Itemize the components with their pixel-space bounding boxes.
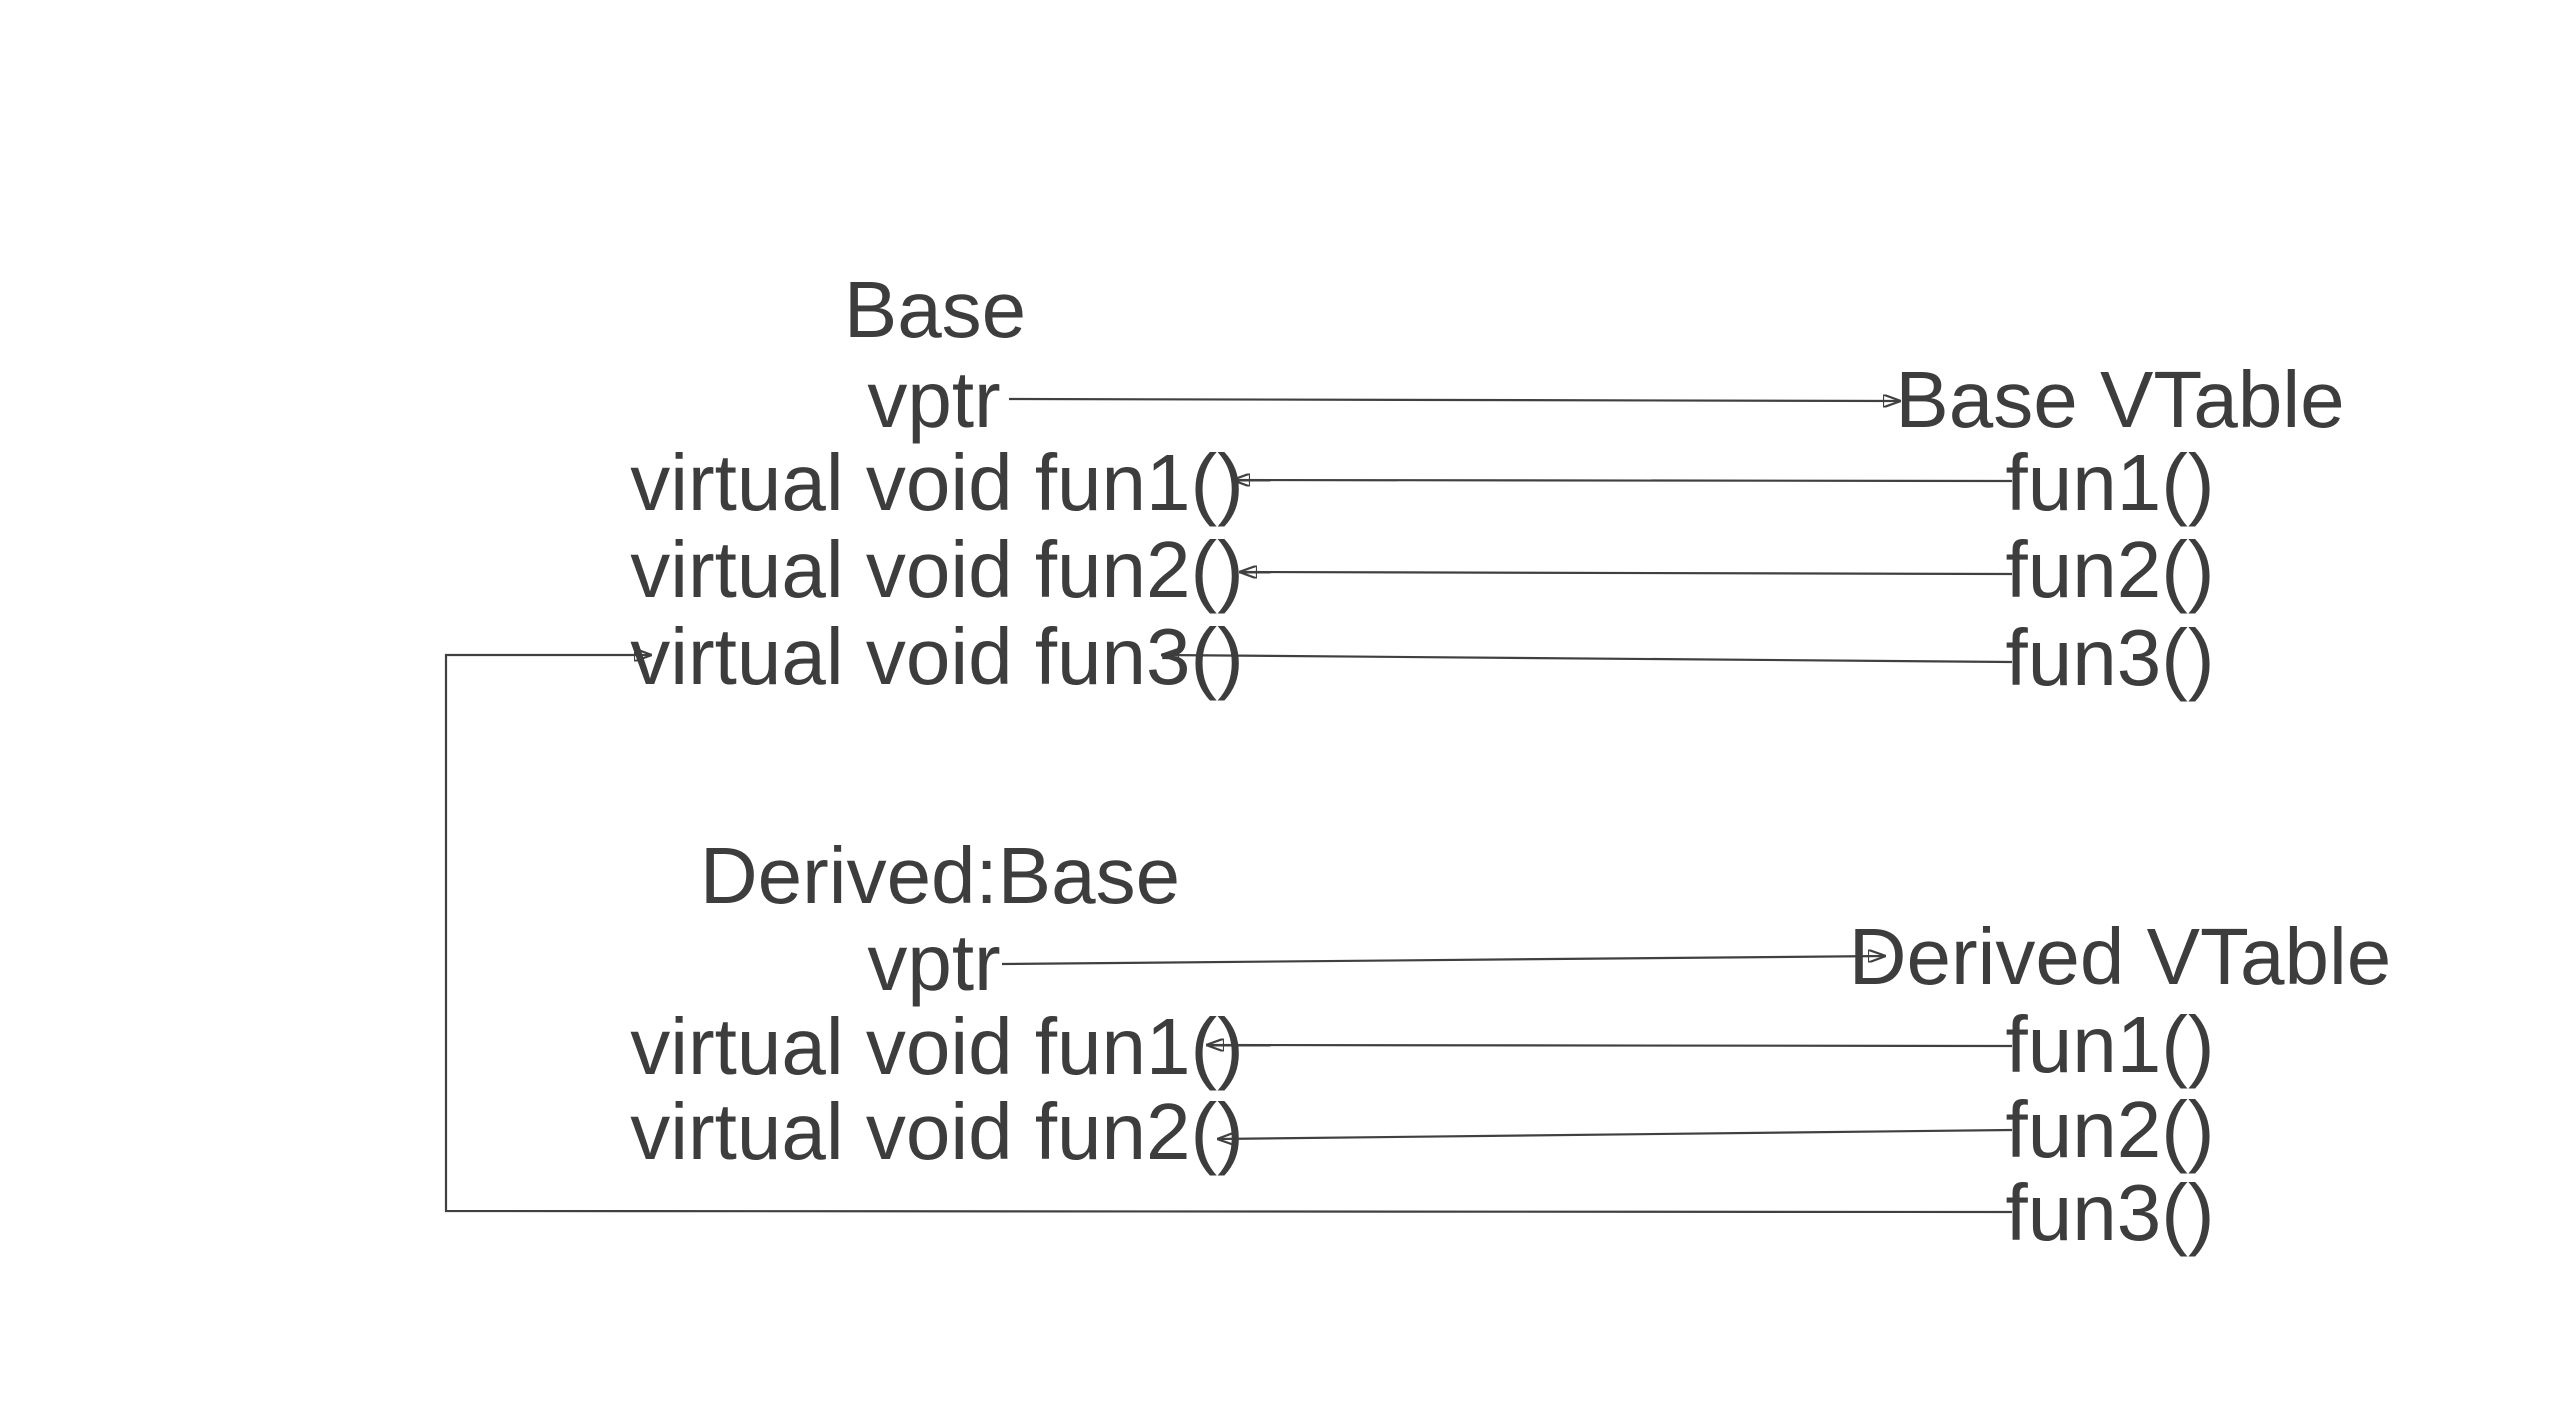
connector-base-vptr-to-base-vtable (1008, 399, 1901, 401)
derived-class-vptr: vptr (867, 918, 1001, 1007)
base-vtable-fun1: fun1() (2005, 438, 2215, 527)
connector-derived-vtable-fun3-to-base-fun3 (444, 655, 2013, 1214)
base-class-fun2: virtual void fun2() (630, 525, 1244, 614)
connector-base-vtable-fun2-to-base-fun2 (1239, 572, 2013, 574)
derived-class-fun1: virtual void fun1() (630, 1002, 1244, 1091)
derived-vtable-fun3: fun3() (2005, 1168, 2215, 1257)
derived-vtable-fun2: fun2() (2005, 1085, 2215, 1174)
base-class-fun1: virtual void fun1() (630, 438, 1244, 527)
base-class-fun3: virtual void fun3() (630, 612, 1244, 701)
base-vtable-title: Base VTable (1895, 355, 2345, 444)
connector-base-vtable-fun1-to-base-fun1 (1232, 480, 2013, 481)
base-vtable-fun3: fun3() (2005, 613, 2215, 702)
derived-class-title: Derived:Base (699, 831, 1181, 920)
base-class-vptr: vptr (867, 355, 1001, 444)
derived-vtable-title: Derived VTable (1848, 912, 2392, 1001)
connector-base-vtable-fun3-to-base-fun3 (1161, 655, 2013, 664)
base-vtable-fun2: fun2() (2005, 525, 2215, 614)
base-class-title: Base (843, 265, 1027, 354)
derived-vtable-fun1: fun1() (2005, 1000, 2215, 1089)
connector-derived-vptr-to-derived-vtable (1001, 956, 1886, 966)
connector-derived-vtable-fun1-to-derived-fun1 (1206, 1045, 2013, 1046)
connector-derived-vtable-fun2-to-derived-fun2 (1217, 1128, 2013, 1139)
derived-class-fun2: virtual void fun2() (630, 1087, 1244, 1176)
